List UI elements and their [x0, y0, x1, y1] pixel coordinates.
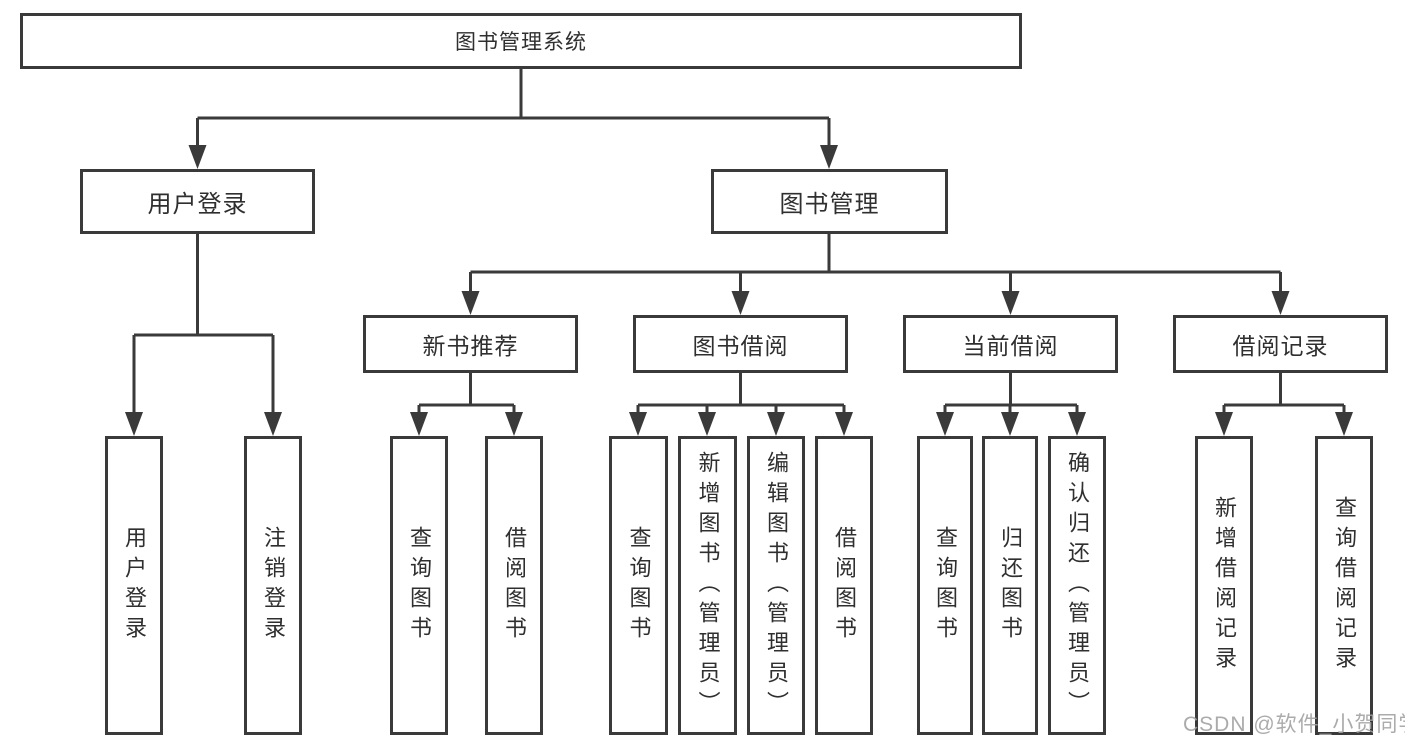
connector-book-borrow-children: [636, 373, 846, 428]
node-user-login: 用户登录: [80, 169, 315, 234]
arrowhead: [461, 291, 480, 315]
arrowhead: [731, 291, 750, 315]
watermark: CSDN @软件_小贺同学: [1183, 713, 1405, 736]
node-query-books-recommend: 查询图书: [390, 436, 448, 735]
node-label: 编辑图书（管理员）: [764, 450, 789, 721]
node-label: 借阅图书: [832, 525, 857, 646]
arrowhead: [125, 412, 143, 436]
node-edit-books-admin: 编辑图书（管理员）: [747, 436, 805, 735]
connector-borrow-record-children: [1222, 373, 1346, 428]
node-library-system: 图书管理系统: [20, 13, 1022, 69]
arrowhead: [1271, 291, 1290, 315]
node-add-borrow-record: 新增借阅记录: [1195, 436, 1253, 735]
arrowhead: [264, 412, 282, 436]
arrowhead: [767, 412, 785, 436]
node-book-borrowing: 图书借阅: [633, 315, 848, 373]
node-query-books-current: 查询图书: [917, 436, 973, 735]
node-confirm-return-admin: 确认归还（管理员）: [1048, 436, 1106, 735]
node-borrowing-records: 借阅记录: [1173, 315, 1388, 373]
node-add-books-admin: 新增图书（管理员）: [678, 436, 737, 735]
arrowhead: [1001, 291, 1020, 315]
arrowhead: [505, 412, 523, 436]
connector-book-management-children: [469, 234, 1282, 308]
arrowhead: [936, 412, 954, 436]
arrowhead: [410, 412, 428, 436]
node-borrow-books-leaf: 借阅图书: [815, 436, 873, 735]
node-label: 归还图书: [998, 525, 1023, 646]
node-new-book-recommendation: 新书推荐: [363, 315, 578, 373]
node-label: 借阅图书: [502, 525, 527, 646]
node-user-login-leaf: 用户登录: [105, 436, 163, 735]
arrowhead: [1215, 412, 1233, 436]
node-label: 查询图书: [933, 525, 958, 646]
node-label: 查询图书: [626, 525, 652, 646]
node-label: 用户登录: [122, 525, 147, 646]
node-label: 新增借阅记录: [1212, 495, 1237, 676]
arrowhead: [188, 145, 207, 169]
arrowhead: [820, 145, 838, 169]
node-label: 查询借阅记录: [1332, 495, 1357, 676]
node-query-borrow-record: 查询借阅记录: [1315, 436, 1373, 735]
connector-user-login-children: [132, 234, 275, 428]
node-query-books-borrow: 查询图书: [609, 436, 668, 735]
node-label: 注销登录: [261, 525, 286, 646]
node-book-management: 图书管理: [711, 169, 948, 234]
node-label: 查询图书: [407, 525, 432, 646]
connector-root-to-level2: [196, 69, 831, 160]
node-label: 确认归还（管理员）: [1065, 450, 1090, 721]
arrowhead: [629, 412, 647, 436]
arrowhead: [1001, 412, 1019, 436]
node-borrow-books-recommend: 借阅图书: [485, 436, 543, 735]
node-current-borrowing: 当前借阅: [903, 315, 1118, 373]
node-logout-leaf: 注销登录: [244, 436, 302, 735]
arrowhead: [698, 412, 716, 436]
arrowhead: [1335, 412, 1353, 436]
arrowhead: [1068, 412, 1086, 436]
node-return-books: 归还图书: [982, 436, 1038, 735]
arrowhead: [835, 412, 853, 436]
connector-new-book-children: [417, 373, 516, 428]
node-label: 新增图书（管理员）: [695, 450, 721, 721]
